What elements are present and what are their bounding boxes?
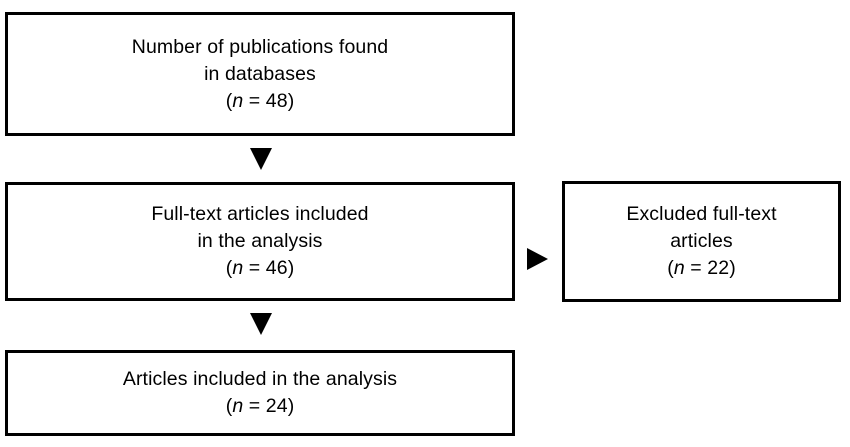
count-symbol: n [232, 395, 244, 417]
count-suffix: ) [287, 257, 295, 279]
flow-box-line: articles [670, 230, 733, 252]
count-value: 24 [265, 395, 288, 417]
count-symbol: n [673, 257, 685, 279]
flow-box-articles-included: Articles included in the analysis (n = 2… [5, 350, 515, 436]
flow-box-count: (n = 48) [226, 88, 295, 115]
count-suffix: ) [729, 257, 736, 279]
count-suffix: ) [287, 395, 295, 417]
count-operator: = [243, 395, 266, 417]
count-prefix: ( [225, 89, 233, 112]
flow-box-excluded-articles: Excluded full-text articles (n = 22) [562, 181, 841, 302]
count-symbol: n [232, 89, 244, 112]
flow-box-line: Full-text articles included [151, 203, 369, 225]
flow-box-line: Articles included in the analysis [122, 368, 398, 390]
flow-box-line: Number of publications found [131, 35, 389, 58]
flow-box-count: (n = 22) [667, 255, 736, 282]
flow-box-count: (n = 46) [226, 255, 295, 282]
right-arrow-icon [527, 248, 548, 270]
down-arrow-icon [250, 148, 272, 170]
count-suffix: ) [287, 89, 295, 112]
flow-box-count: (n = 24) [226, 393, 295, 420]
count-value: 48 [265, 89, 288, 112]
count-value: 46 [265, 257, 288, 279]
count-value: 22 [707, 257, 730, 279]
count-operator: = [243, 89, 266, 112]
flow-box-line: in databases [204, 62, 316, 85]
flow-box-fulltext-included: Full-text articles included in the analy… [5, 182, 515, 301]
count-prefix: ( [225, 257, 233, 279]
flow-box-publications-found: Number of publications found in database… [5, 12, 515, 136]
count-symbol: n [232, 257, 244, 279]
down-arrow-icon [250, 313, 272, 335]
count-prefix: ( [667, 257, 674, 279]
count-operator: = [684, 257, 708, 279]
count-operator: = [243, 257, 266, 279]
count-prefix: ( [225, 395, 233, 417]
flow-box-line: Excluded full-text [626, 203, 777, 225]
flow-box-line: in the analysis [197, 230, 323, 252]
